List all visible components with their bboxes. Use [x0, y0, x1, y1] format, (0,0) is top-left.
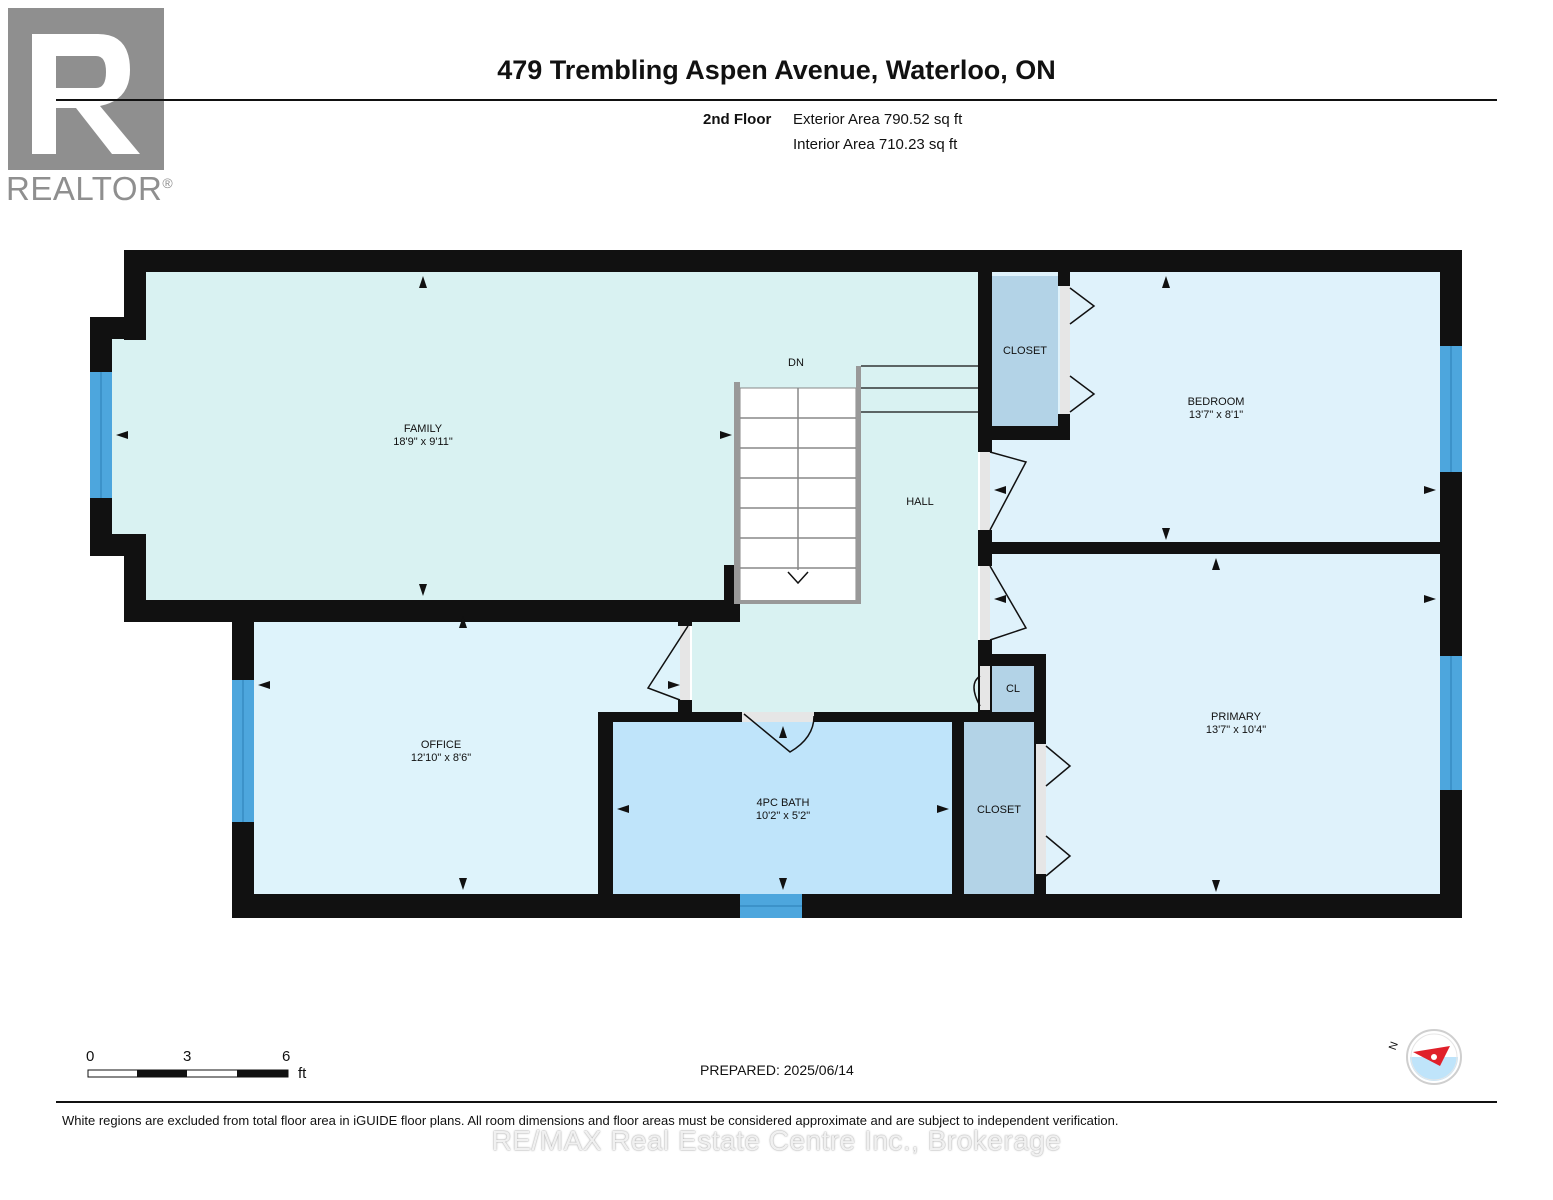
- room-bath-name: 4PC BATH: [756, 797, 810, 809]
- room-primary: PRIMARY 13'7" x 10'4": [1206, 711, 1266, 737]
- room-cl: CL: [1005, 683, 1021, 695]
- room-fills: [112, 272, 1440, 896]
- room-bath-dims: 10'2" x 5'2": [755, 810, 811, 822]
- door-jambs: [680, 286, 1070, 874]
- dimension-arrows: [116, 276, 1436, 892]
- stairs: [734, 365, 978, 604]
- prepared-date: PREPARED: 2025/06/14: [700, 1062, 854, 1078]
- closet-bottom-fill: [964, 722, 1034, 894]
- room-bath: 4PC BATH 10'2" x 5'2": [756, 797, 810, 823]
- bath-fill: [613, 722, 953, 894]
- room-bedroom-dims: 13'7" x 8'1": [1188, 409, 1244, 421]
- closet-top-fill: [992, 276, 1058, 426]
- compass-icon: [1406, 1029, 1462, 1085]
- scale-tick-3: 3: [183, 1048, 192, 1065]
- stairs-down-label: DN: [788, 357, 804, 369]
- room-family-name: FAMILY: [403, 423, 443, 435]
- property-address: 479 Trembling Aspen Avenue, Waterloo, ON: [497, 55, 1056, 85]
- room-bedroom-name: BEDROOM: [1187, 396, 1245, 408]
- room-primary-dims: 13'7" x 10'4": [1205, 724, 1267, 736]
- realtor-wordmark-text: REALTOR: [6, 170, 163, 207]
- door-swings: [646, 287, 1096, 877]
- floor-label: 2nd Floor: [703, 111, 772, 128]
- realtor-logo: [8, 8, 164, 170]
- interior-area: Interior Area 710.23 sq ft: [793, 136, 958, 153]
- room-family-dims: 18'9" x 9'11": [393, 436, 453, 448]
- registered-mark: ®: [162, 175, 174, 191]
- room-primary-name: PRIMARY: [1211, 711, 1261, 723]
- scale-tick-0: 0: [86, 1048, 95, 1065]
- room-hall: HALL: [906, 496, 934, 508]
- disclaimer: White regions are excluded from total fl…: [62, 1113, 1119, 1128]
- room-bedroom: BEDROOM 13'7" x 8'1": [1188, 396, 1245, 422]
- scale-tick-6: 6: [282, 1048, 291, 1065]
- footer-rule: [56, 1101, 1497, 1103]
- realtor-wordmark: REALTOR®: [6, 170, 173, 208]
- scale-unit: ft: [298, 1065, 307, 1082]
- exterior-area: Exterior Area 790.52 sq ft: [793, 111, 963, 128]
- room-office: OFFICE 12'10" x 8'6": [411, 739, 471, 765]
- room-closet-top: CLOSET: [1002, 345, 1048, 357]
- header-rule: [56, 99, 1497, 101]
- room-office-name: OFFICE: [420, 739, 462, 751]
- cl-fill: [992, 666, 1034, 712]
- room-family: FAMILY 18'9" x 9'11": [393, 423, 453, 449]
- scale-bar: [87, 1069, 289, 1078]
- windows: [90, 346, 1462, 918]
- primary-fill: [990, 554, 1440, 896]
- family-bay-fill: [112, 338, 146, 535]
- room-closet-bottom: CLOSET: [976, 804, 1022, 816]
- brokerage-watermark: RE/MAX Real Estate Centre Inc., Brokerag…: [491, 1125, 1062, 1156]
- room-office-dims: 12'10" x 8'6": [410, 752, 472, 764]
